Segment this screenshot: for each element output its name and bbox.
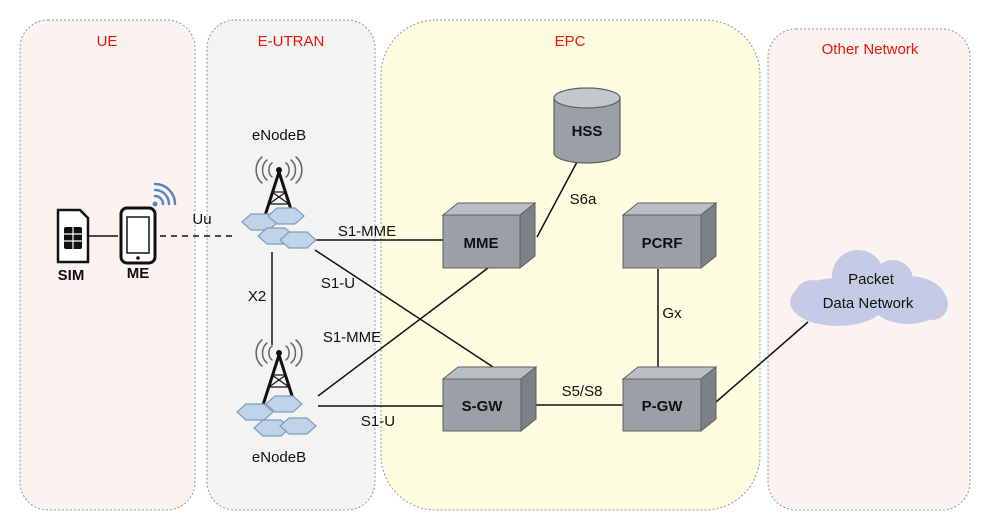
cell-tower-icon: [236, 339, 317, 437]
zone-title-ue: UE: [97, 33, 118, 50]
pdn-label-line1: Packet: [848, 271, 895, 288]
mme-label: MME: [464, 235, 499, 252]
zone-title-epc: EPC: [555, 33, 586, 50]
s1-u-top-label: S1-U: [321, 275, 355, 292]
s1-mme-link-bottom: [317, 267, 489, 397]
x2-interface-label: X2: [248, 288, 266, 305]
wifi-signal-icon: [152, 182, 177, 207]
zone-title-other-network: Other Network: [822, 41, 919, 58]
uu-interface-label: Uu: [192, 211, 211, 228]
cell-tower-icon: [241, 156, 317, 249]
sgi-link: [715, 321, 809, 403]
smartphone-icon: [119, 206, 157, 265]
sgw-node: [441, 365, 538, 433]
hss-label: HSS: [572, 123, 603, 140]
s5-s8-interface-label: S5/S8: [562, 383, 603, 400]
pcrf-node: [621, 201, 718, 270]
mme-node: [441, 201, 537, 270]
pgw-node: [621, 365, 718, 433]
s1-mme-bottom-label: S1-MME: [323, 329, 381, 346]
enodeb-bottom-label: eNodeB: [252, 449, 306, 466]
s6a-link: [536, 161, 578, 238]
zone-ue: UE: [19, 19, 196, 511]
pcrf-label: PCRF: [642, 235, 683, 252]
s6a-interface-label: S6a: [570, 191, 597, 208]
pgw-label: P-GW: [642, 398, 684, 415]
enodeb-top-label: eNodeB: [252, 127, 306, 144]
s1-u-bottom-label: S1-U: [361, 413, 395, 430]
zone-eutran: E-UTRAN: [206, 19, 376, 511]
gx-interface-label: Gx: [662, 305, 682, 322]
me-label: ME: [127, 265, 150, 282]
connections: [88, 161, 809, 407]
sgw-label: S-GW: [462, 398, 504, 415]
sim-card-icon: [56, 208, 90, 264]
pdn-label-line2: Data Network: [823, 295, 914, 312]
cloud-icon: [790, 250, 948, 326]
s1-u-link-top: [314, 249, 494, 368]
sim-label: SIM: [58, 267, 85, 284]
zone-title-eutran: E-UTRAN: [258, 33, 325, 50]
s1-mme-top-label: S1-MME: [338, 223, 396, 240]
database-icon: [553, 87, 621, 164]
